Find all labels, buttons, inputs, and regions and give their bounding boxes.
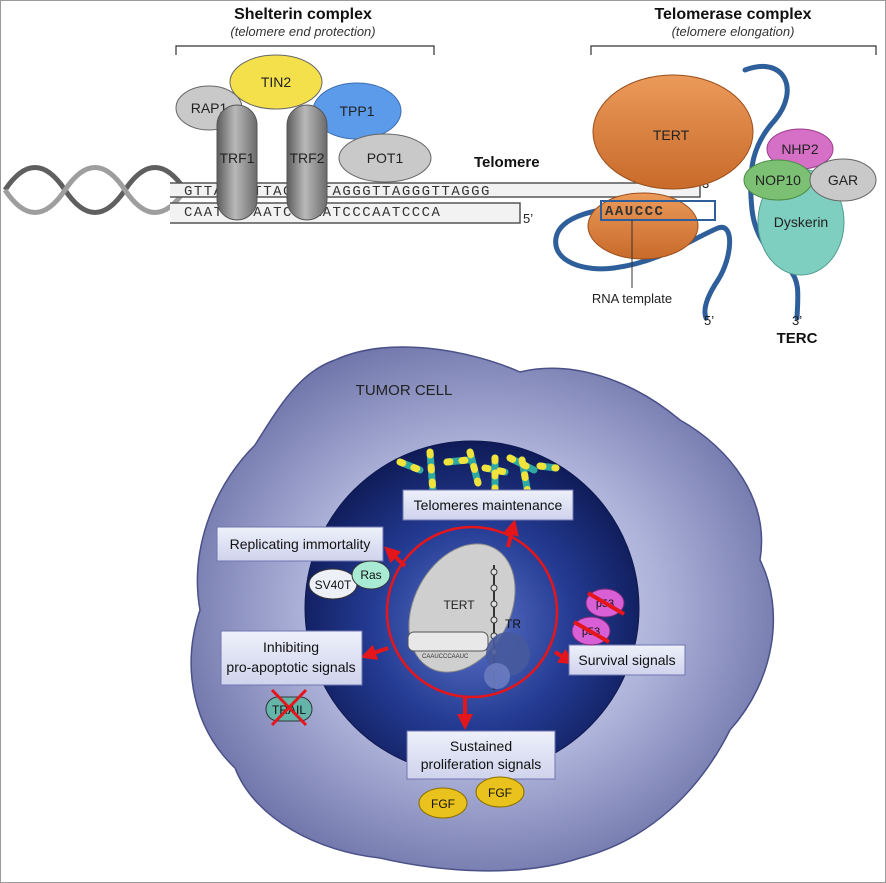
box-telomeres: Telomeres maintenance xyxy=(402,489,574,521)
gar-label: GAR xyxy=(828,172,858,188)
tert-protein xyxy=(592,74,754,190)
nhp2-label: NHP2 xyxy=(781,141,819,157)
dna-helix-icon xyxy=(2,165,188,215)
tert-label: TERT xyxy=(653,127,690,143)
tin2-label: TIN2 xyxy=(261,74,292,90)
shelterin-subtitle: (telomere end protection) xyxy=(230,24,375,39)
terc-3prime: 3’ xyxy=(792,313,802,328)
shelterin-bracket xyxy=(175,45,435,55)
terc-5prime: 5’ xyxy=(704,313,714,328)
rna-template-label: RNA template xyxy=(592,291,672,306)
fgf-tag-1 xyxy=(418,787,468,819)
tumor-cell-title: TUMOR CELL xyxy=(356,382,453,399)
gar-protein xyxy=(809,158,877,202)
trail-cross-icon xyxy=(270,688,308,727)
trail-label: TRAIL xyxy=(272,703,306,717)
rna-template-seq: AAUCCC xyxy=(605,204,664,220)
trf2-label: TRF2 xyxy=(290,150,325,166)
inner-template-seq: CAAUCCCAAUC xyxy=(422,654,469,660)
p53-cross-icon-1 xyxy=(586,591,626,616)
inner-tert-label: TERT xyxy=(443,598,475,612)
shelterin-title: Shelterin complex xyxy=(234,6,372,23)
box-survival-text: Survival signals xyxy=(578,652,675,668)
pot1-label: POT1 xyxy=(367,150,404,166)
trf1-label: TRF1 xyxy=(220,150,255,166)
telomerase-subtitle: (telomere elongation) xyxy=(672,24,795,39)
tpp1-label: TPP1 xyxy=(339,103,374,119)
terc-label: TERC xyxy=(777,330,818,347)
red-arrows xyxy=(360,519,575,730)
box-apoptotic-line1: Inhibiting xyxy=(263,639,319,655)
tin2-protein xyxy=(229,54,323,110)
ras-label: Ras xyxy=(360,568,381,582)
tr-globule-2 xyxy=(484,663,510,689)
box-survival: Survival signals xyxy=(568,644,686,676)
p53-cross-icon-2 xyxy=(573,620,610,644)
arrow-to-apoptotic xyxy=(360,644,389,660)
sv40t-label: SV40T xyxy=(315,578,352,592)
telomerase-bracket xyxy=(590,45,877,55)
telomerase-title: Telomerase complex xyxy=(654,6,811,23)
chromosomes-icon xyxy=(396,448,560,498)
box-proliferation-line2: proliferation signals xyxy=(421,756,542,772)
fgf-label-2: FGF xyxy=(488,786,512,800)
dyskerin-label: Dyskerin xyxy=(774,214,828,230)
rap1-label: RAP1 xyxy=(191,100,228,116)
pot1-protein xyxy=(338,133,432,183)
arrow-to-immortality xyxy=(384,546,407,568)
trf1-protein xyxy=(216,104,258,221)
box-proliferation-line1: Sustained xyxy=(450,738,512,754)
trf2-protein xyxy=(286,104,328,221)
arrow-to-survival xyxy=(553,648,575,665)
fgf-tag-2 xyxy=(475,776,525,808)
tert-lower-protein xyxy=(587,192,699,260)
telomere-5prime: 5’ xyxy=(523,211,533,226)
box-apoptotic: Inhibiting pro-apoptotic signals xyxy=(220,630,363,686)
inner-tr-label: TR xyxy=(505,617,521,631)
box-proliferation: Sustained proliferation signals xyxy=(406,730,556,780)
telomerase-activity-ring xyxy=(385,525,559,699)
nop10-label: NOP10 xyxy=(755,172,801,188)
arrow-to-telomeres xyxy=(503,519,519,548)
box-immortality-text: Replicating immortality xyxy=(230,536,371,552)
box-telomeres-text: Telomeres maintenance xyxy=(414,497,563,513)
telomere-top-strand: GTTAGGGTTAGGGTTAGGGTTAGGGTTAGGG xyxy=(184,184,491,200)
inner-template-box xyxy=(407,631,489,652)
ras-tag xyxy=(351,560,391,590)
telomere-label: Telomere xyxy=(474,154,540,171)
rna-template-box xyxy=(600,200,716,221)
fgf-label-1: FGF xyxy=(431,797,455,811)
box-immortality: Replicating immortality xyxy=(216,526,384,562)
box-apoptotic-line2: pro-apoptotic signals xyxy=(226,659,355,675)
